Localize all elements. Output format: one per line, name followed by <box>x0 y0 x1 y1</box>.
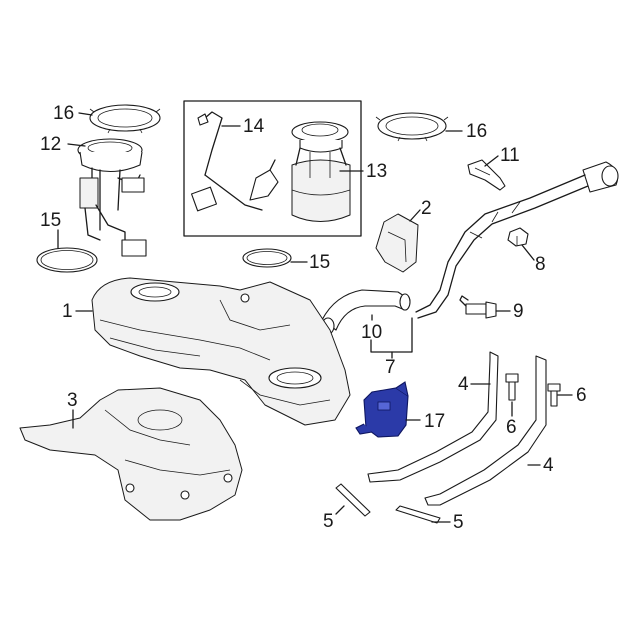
callout-15-middle: 15 <box>309 252 330 273</box>
part-15-seal-middle <box>242 248 292 268</box>
part-4-strap-left <box>367 351 499 483</box>
part-4-strap-right <box>424 355 547 506</box>
part-5-pin-left <box>335 483 371 517</box>
part-12-fuel-sender-left <box>77 138 147 257</box>
part-17-highlighted-module <box>355 381 409 438</box>
part-9-valve <box>459 295 497 319</box>
callout-8: 8 <box>535 254 546 275</box>
part-16-lock-ring-right <box>375 112 449 142</box>
part-5-pin-right <box>395 505 441 524</box>
callout-4-right: 4 <box>543 455 554 476</box>
part-3-skid-plate <box>19 387 243 521</box>
part-6-bolt-right <box>547 383 561 407</box>
callout-6-left: 6 <box>506 417 517 438</box>
callout-15-left: 15 <box>40 210 61 231</box>
leader-lines <box>57 112 573 523</box>
callout-3: 3 <box>67 390 78 411</box>
part-15-seal-left <box>36 247 98 273</box>
callout-6-right: 6 <box>576 385 587 406</box>
callout-7: 7 <box>385 357 396 378</box>
callout-5-right: 5 <box>453 512 464 533</box>
part-6-bolt-left <box>505 373 519 401</box>
callout-1: 1 <box>62 301 73 322</box>
callout-11: 11 <box>500 145 520 166</box>
callout-2: 2 <box>421 198 432 219</box>
callout-16-left: 16 <box>53 103 74 124</box>
part-7-filler-pipe <box>415 161 619 319</box>
callout-13: 13 <box>366 161 387 182</box>
part-14-level-sender <box>190 111 279 212</box>
callout-labels: 16 12 15 14 13 15 16 11 2 8 1 10 7 9 3 4… <box>40 103 587 533</box>
part-2-heat-shield <box>375 213 419 273</box>
callout-12: 12 <box>40 134 61 155</box>
callout-5-left: 5 <box>323 511 334 532</box>
part-13-pump-module <box>291 121 351 222</box>
callout-10: 10 <box>361 322 382 343</box>
inset-box <box>183 100 362 237</box>
part-11-hose <box>467 159 506 191</box>
callout-9: 9 <box>513 301 524 322</box>
part-16-lock-ring-left <box>89 104 161 134</box>
callout-16-right: 16 <box>466 121 487 142</box>
callout-14: 14 <box>243 116 265 137</box>
part-8-fitting <box>507 227 529 247</box>
callout-4-left: 4 <box>458 374 469 395</box>
part-1-fuel-tank <box>91 277 351 426</box>
callout-17: 17 <box>424 411 445 432</box>
